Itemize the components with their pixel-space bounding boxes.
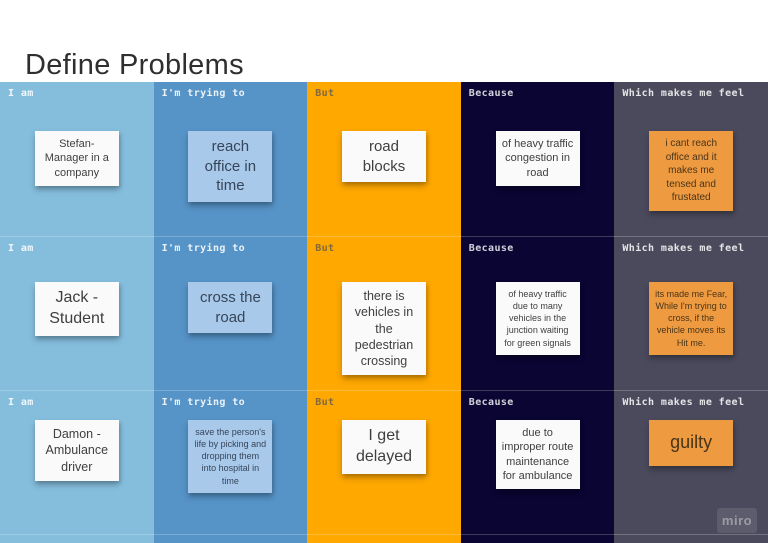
cell-i-am-row-2: I am Jack - Student bbox=[0, 236, 154, 390]
column-header-label: I am bbox=[8, 243, 34, 254]
sticky-note[interactable]: reach office in time bbox=[188, 131, 273, 202]
sticky-note[interactable]: cross the road bbox=[188, 282, 273, 333]
column-because: Because of heavy traffic congestion in ro… bbox=[460, 82, 615, 543]
column-header-label: But bbox=[315, 397, 335, 408]
sticky-note[interactable]: due to improper route maintenance for am… bbox=[495, 420, 580, 490]
cell-but-row-4-partial bbox=[307, 534, 461, 543]
cell-i-am-row-4-partial bbox=[0, 534, 154, 543]
sticky-note[interactable]: its made me Fear, While I'm trying to cr… bbox=[649, 282, 734, 355]
cell-but-row-2: But there is vehicles in the pedestrian c… bbox=[307, 236, 461, 390]
page-title: Define Problems bbox=[25, 49, 244, 82]
cell-i-am-row-3: I am Damon - Ambulance driver bbox=[0, 390, 154, 534]
sticky-note[interactable]: Damon - Ambulance driver bbox=[34, 420, 119, 481]
cell-because-row-4-partial bbox=[460, 534, 615, 543]
cell-but-row-1: But road blocks bbox=[307, 82, 461, 236]
cell-because-row-2: Because of heavy traffic due to many vehi… bbox=[460, 236, 615, 390]
cell-because-row-3: Because due to improper route maintenance… bbox=[460, 390, 615, 534]
sticky-note[interactable]: road blocks bbox=[341, 131, 426, 182]
sticky-note[interactable]: save the person's life by picking and dr… bbox=[188, 420, 273, 493]
cell-which-makes-me-feel-row-4-partial bbox=[614, 534, 768, 543]
column-header-label: I am bbox=[8, 397, 34, 408]
sticky-note[interactable]: of heavy traffic due to many vehicles in… bbox=[495, 282, 580, 355]
sticky-note[interactable]: there is vehicles in the pedestrian cros… bbox=[341, 282, 426, 376]
column-header-label: I'm trying to bbox=[161, 243, 246, 254]
cell-im-trying-to-row-3: I'm trying to save the person's life by p… bbox=[153, 390, 308, 534]
sticky-note[interactable]: guilty bbox=[649, 420, 734, 466]
column-header-label: I'm trying to bbox=[161, 88, 246, 99]
column-header-label: But bbox=[315, 243, 335, 254]
column-header-label: Which makes me feel bbox=[622, 88, 745, 99]
column-header-label: Which makes me feel bbox=[622, 243, 745, 254]
column-header-label: I am bbox=[8, 88, 34, 99]
sticky-note[interactable]: of heavy traffic congestion in road bbox=[495, 131, 580, 186]
sticky-note[interactable]: Stefan-Manager in a company bbox=[34, 131, 119, 186]
cell-which-makes-me-feel-row-2: Which makes me feel its made me Fear, Whi… bbox=[614, 236, 768, 390]
cell-but-row-3: But I get delayed bbox=[307, 390, 461, 534]
cell-because-row-1: Because of heavy traffic congestion in ro… bbox=[461, 82, 615, 236]
cell-im-trying-to-row-2: I'm trying to cross the road bbox=[153, 236, 308, 390]
cell-im-trying-to-row-4-partial bbox=[153, 534, 308, 543]
column-header-label: I'm trying to bbox=[161, 397, 246, 408]
column-header-label: Because bbox=[468, 243, 514, 254]
column-header-label: Because bbox=[468, 397, 514, 408]
cell-im-trying-to-row-1: I'm trying to reach office in time bbox=[154, 82, 308, 236]
cell-which-makes-me-feel-row-3: Which makes me feel guilty bbox=[614, 390, 768, 534]
column-header-label: Because bbox=[468, 88, 514, 99]
column-which-makes-me-feel: Which makes me feel i cant reach office a… bbox=[614, 82, 768, 543]
sticky-note[interactable]: i cant reach office and it makes me tens… bbox=[649, 131, 734, 211]
sticky-note[interactable]: Jack - Student bbox=[34, 282, 119, 336]
cell-i-am-row-1: I am Stefan-Manager in a company bbox=[0, 82, 154, 236]
define-problems-board: I am Stefan-Manager in a company I am Jack … bbox=[0, 82, 768, 543]
cell-which-makes-me-feel-row-1: Which makes me feel i cant reach office a… bbox=[614, 82, 768, 236]
column-header-label: But bbox=[315, 88, 335, 99]
sticky-note[interactable]: I get delayed bbox=[341, 420, 426, 474]
column-i-am: I am Stefan-Manager in a company I am Jack … bbox=[0, 82, 154, 543]
miro-watermark: miro bbox=[717, 508, 757, 533]
column-header-label: Which makes me feel bbox=[622, 397, 745, 408]
